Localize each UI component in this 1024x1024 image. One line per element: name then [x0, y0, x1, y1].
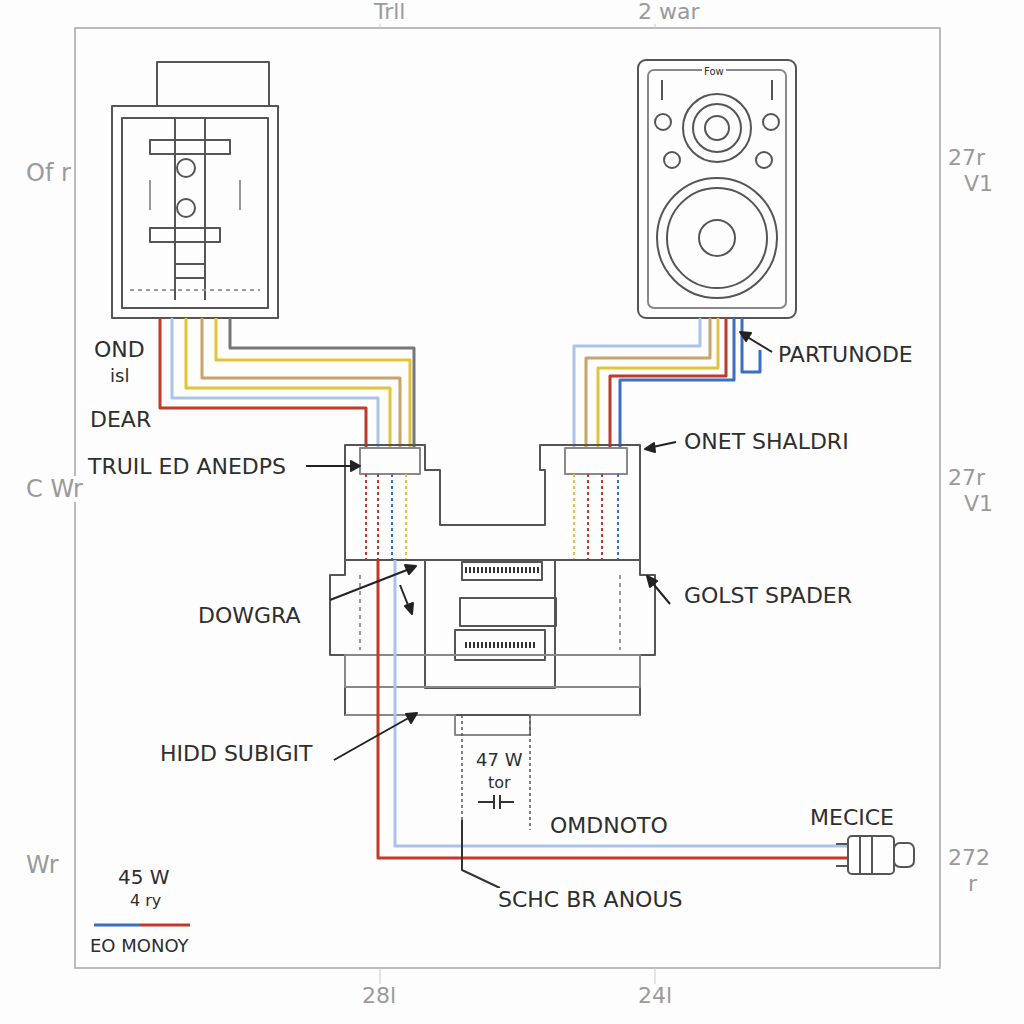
margin-mark: 24l [636, 984, 674, 1008]
margin-mark: r [966, 872, 979, 896]
part-label: OMDNOTO [548, 814, 670, 838]
leader-line [306, 332, 772, 760]
frame [75, 28, 940, 968]
wire-bundle [574, 318, 760, 448]
value-label: tor [486, 774, 513, 792]
legend-label: EO MONOY [88, 936, 191, 956]
amplifier-unit [112, 62, 278, 318]
part-label: isl [108, 366, 131, 386]
part-label: DOWGRA [196, 604, 303, 628]
terminal-block [345, 445, 640, 560]
part-label: MECICE [808, 806, 896, 830]
part-label: HIDD SUBIGIT [158, 742, 315, 766]
legend-line [140, 924, 190, 927]
margin-mark: 2 war [636, 0, 702, 24]
part-label: ONET SHALDRI [682, 430, 851, 454]
part-label: PARTUNODE [776, 343, 915, 367]
plug-connector [836, 836, 914, 874]
terminal-wires [366, 474, 618, 560]
margin-mark: Of r [24, 160, 73, 186]
margin-mark: C Wr [24, 476, 85, 502]
margin-mark: V1 [962, 492, 995, 516]
margin-mark: V1 [962, 172, 995, 196]
model-label: Fow [702, 66, 726, 77]
part-label: TRUIL ED ANEDPS [86, 455, 288, 479]
part-label: DEAR [88, 408, 153, 432]
margin-mark: Trll [372, 0, 407, 24]
margin-mark: 27r [946, 146, 987, 170]
margin-mark: 272 [946, 846, 992, 870]
margin-mark: 27r [946, 466, 987, 490]
speaker [638, 60, 796, 318]
part-label: GOLST SPADER [682, 584, 854, 608]
capacitor-symbol [478, 795, 514, 809]
part-label: OND [92, 338, 147, 362]
part-label: SCHC BR ANOUS [496, 888, 685, 912]
legend-line [94, 924, 140, 927]
legend-label: 4 ry [128, 892, 163, 910]
legend-label: 45 W [116, 866, 172, 888]
margin-mark: Wr [24, 852, 61, 878]
wire-bundle [160, 318, 414, 448]
value-label: 47 W [474, 750, 524, 770]
margin-mark: 28l [360, 984, 398, 1008]
